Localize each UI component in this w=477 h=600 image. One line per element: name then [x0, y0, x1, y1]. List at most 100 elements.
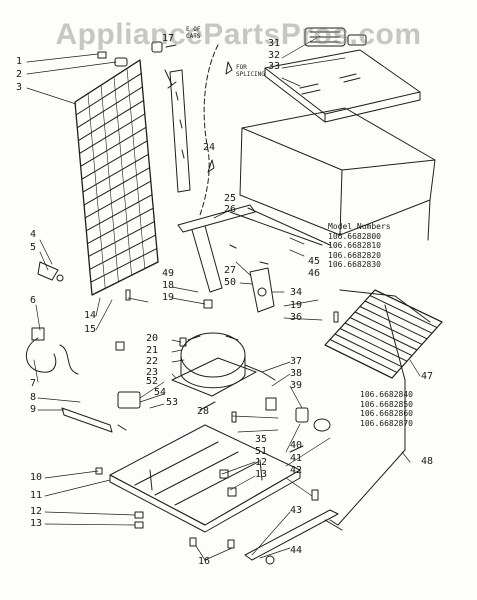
small-fasteners	[95, 289, 339, 549]
capacitor-52	[117, 391, 141, 409]
callout-39: 39	[290, 380, 303, 391]
condenser-coil	[74, 59, 159, 296]
callout-51: 51	[255, 446, 268, 457]
callout-12: 12	[255, 457, 268, 468]
callout-38: 38	[290, 368, 303, 379]
callout-52: 52	[146, 376, 159, 387]
callout-43: 43	[290, 505, 303, 516]
callout-14: 14	[84, 310, 97, 321]
callout-21: 21	[146, 345, 159, 356]
callout-32: 32	[268, 50, 281, 61]
callout-36: 36	[290, 312, 303, 323]
callout-49: 49	[162, 268, 175, 279]
coil-rung	[74, 59, 141, 103]
callout-53: 53	[166, 397, 179, 408]
watermark: AppliancePartsPros.com	[55, 18, 422, 51]
top-fasteners	[97, 41, 177, 67]
callout-26: 26	[224, 204, 237, 215]
valve-parts	[265, 397, 331, 432]
coil-rung	[84, 180, 152, 219]
slide-rail	[244, 509, 339, 565]
callout-46: 46	[308, 268, 321, 279]
callout-13: 13	[255, 469, 268, 480]
callout-23: 23	[146, 367, 159, 378]
callout-10: 10	[30, 472, 43, 483]
note-top-left: E OF CATS	[186, 26, 201, 40]
model-number: 106.6682860	[360, 409, 413, 418]
callout-15: 15	[84, 324, 97, 335]
callout-35: 35	[255, 434, 268, 445]
callout-19: 19	[290, 300, 303, 311]
callout-19: 19	[162, 292, 175, 303]
evaporator-rung	[359, 306, 428, 340]
evaporator-rung	[339, 328, 408, 362]
callout-28: 28	[197, 406, 210, 417]
splice-wire	[199, 44, 233, 216]
callout-22: 22	[146, 356, 159, 367]
shelf-rail	[177, 204, 269, 293]
model-number: 106.6682830	[328, 260, 381, 269]
compressor	[171, 332, 276, 397]
coil-rung	[89, 234, 157, 270]
callout-47: 47	[421, 371, 434, 382]
callout-18: 18	[162, 280, 175, 291]
callout-6: 6	[30, 295, 37, 306]
evaporator-rung	[349, 317, 418, 351]
model-number: 106.6682870	[360, 418, 413, 428]
callout-33: 33	[268, 61, 281, 72]
callout-17: 17	[162, 33, 175, 44]
callout-41: 41	[290, 453, 303, 464]
coil-rung	[90, 248, 158, 283]
strip-part-17	[164, 69, 191, 193]
callout-25: 25	[224, 193, 237, 204]
top-cover	[264, 27, 421, 123]
model-number: 106.6682820	[328, 250, 381, 260]
evaporator-rung	[329, 339, 398, 373]
callout-48: 48	[421, 456, 434, 467]
cabinet-shell	[229, 107, 436, 246]
coil-rung	[80, 126, 147, 167]
coil-rung	[86, 207, 154, 245]
note-splicing: FOR SPLICING	[236, 64, 265, 78]
coil-rung	[82, 153, 149, 193]
fitting-24	[207, 159, 215, 173]
leader-lines	[26, 35, 421, 561]
callout-1: 1	[16, 56, 23, 67]
callout-3: 3	[16, 82, 23, 93]
coil-fin	[100, 84, 119, 283]
callout-12: 12	[30, 506, 43, 517]
callout-40: 40	[290, 440, 303, 451]
evaporator-rung	[344, 322, 413, 357]
callout-20: 20	[146, 333, 159, 344]
model-numbers-group-2: 106.6682840 106.6682850 106.6682860 106.…	[360, 390, 413, 428]
model-number: 106.6682850	[360, 399, 413, 409]
callout-45: 45	[308, 256, 321, 267]
callout-8: 8	[30, 392, 37, 403]
callout-50: 50	[224, 277, 237, 288]
callout-37: 37	[290, 356, 303, 367]
evaporator-rung	[364, 300, 433, 334]
callout-34: 34	[290, 287, 303, 298]
coil-fin	[113, 76, 132, 276]
callout-27: 27	[224, 265, 237, 276]
evaporator-rung	[369, 295, 438, 329]
model-numbers-title: Model Numbers	[328, 222, 391, 231]
callout-9: 9	[30, 404, 37, 415]
callout-13: 13	[30, 518, 43, 529]
callout-31: 31	[268, 38, 281, 49]
evaporator-rung	[334, 333, 403, 368]
model-number: 106.6682800	[328, 231, 381, 241]
callout-42: 42	[290, 465, 303, 476]
coil-rung	[83, 167, 151, 206]
callout-11: 11	[30, 490, 43, 501]
model-numbers-group-1: Model Numbers 106.6682800 106.6682810 10…	[328, 222, 391, 270]
base-frame	[109, 401, 304, 533]
coil-rung	[76, 86, 143, 129]
model-number: 106.6682840	[360, 390, 413, 399]
coil-fin	[126, 68, 146, 269]
callout-7: 7	[30, 378, 37, 389]
callout-2: 2	[16, 69, 23, 80]
callout-5: 5	[30, 242, 37, 253]
